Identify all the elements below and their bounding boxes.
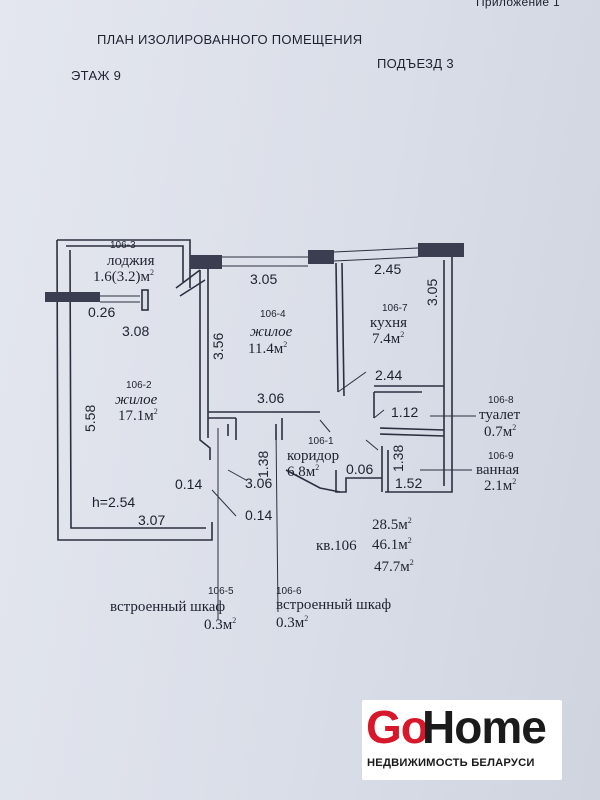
appendix-label: Приложение 1 — [476, 0, 560, 9]
dim-1.38-left: 1.38 — [255, 450, 271, 478]
balcony-rail-guide — [100, 295, 140, 303]
closet-door-1 — [227, 418, 237, 440]
dim-3.05-right: 3.05 — [424, 278, 440, 306]
apartment-number: кв.106 — [316, 538, 357, 554]
balcony-door-post — [141, 289, 149, 311]
leader-3.06 — [227, 469, 247, 481]
living-area-total: 28.5м2 — [372, 516, 412, 533]
wall-bathroom-top — [374, 385, 444, 393]
right-wall — [385, 257, 453, 493]
bath-name: ванная — [476, 462, 520, 478]
dim-3.56: 3.56 — [210, 332, 226, 360]
total-area-with-loggia: 47.7м2 — [374, 558, 414, 575]
dim-2.45: 2.45 — [374, 261, 402, 277]
loggia-code: 106-3 — [110, 240, 136, 251]
room4-code: 106-4 — [260, 309, 286, 320]
wall-corridor-bottom — [335, 470, 382, 493]
closet-door-2 — [275, 418, 283, 440]
window-block-right — [418, 243, 464, 257]
corridor-diagonal — [285, 469, 341, 493]
dim-0.14-left: 0.14 — [175, 476, 203, 492]
dim-5.58: 5.58 — [82, 404, 98, 432]
dim-3.07: 3.07 — [138, 512, 166, 528]
corridor-name: коридор — [287, 448, 340, 464]
plan-title: ПЛАН ИЗОЛИРОВАННОГО ПОМЕЩЕНИЯ — [97, 32, 363, 47]
toilet-area: 0.7м2 — [484, 423, 517, 440]
window-top-1 — [222, 256, 308, 267]
window-left-frame — [175, 269, 206, 297]
tick-2.44 — [337, 371, 367, 393]
balcony-rail — [45, 292, 100, 302]
wall-corridor-top — [208, 411, 320, 419]
dim-1.38-right: 1.38 — [390, 444, 406, 472]
wall-room4-kitchen — [335, 262, 345, 397]
dim-0.06: 0.06 — [346, 461, 374, 477]
toilet-name: туалет — [479, 407, 521, 423]
leader-closet6 — [275, 429, 279, 613]
dim-2.44: 2.44 — [375, 367, 403, 383]
dim-0.14-right: 0.14 — [245, 507, 273, 523]
dim-3.06-bottom: 3.06 — [245, 475, 273, 491]
closet6-name: встроенный шкаф — [276, 597, 392, 613]
floor-label: ЭТАЖ 9 — [71, 68, 122, 83]
toilet-code: 106-8 — [488, 395, 514, 406]
room4-area: 11.4м2 — [248, 340, 288, 357]
dim-3.05-top: 3.05 — [250, 271, 278, 287]
wall-bath-left — [381, 446, 389, 492]
window-top-2 — [333, 247, 419, 262]
tick-1.38 — [365, 439, 379, 451]
room2-name: жилое — [115, 392, 158, 408]
logo-go-text: Go — [366, 701, 429, 753]
entrance-label: ПОДЪЕЗД 3 — [377, 56, 454, 71]
room2-area: 17.1м2 — [118, 407, 158, 424]
closet6-area: 0.3м2 — [276, 614, 309, 631]
dim-1.52: 1.52 — [395, 475, 423, 491]
leader-corridor — [319, 419, 331, 433]
bath-area: 2.1м2 — [484, 477, 517, 494]
dim-0.26: 0.26 — [88, 304, 116, 320]
bath-code: 106-9 — [488, 451, 514, 462]
window-block-left — [190, 255, 222, 269]
dim-1.12: 1.12 — [391, 404, 419, 420]
closet6-code: 106-6 — [276, 586, 302, 597]
kitchen-name: кухня — [370, 315, 408, 331]
corridor-code: 106-1 — [308, 436, 334, 447]
room4-name: жилое — [250, 324, 293, 340]
gohome-logo: Go Home НЕДВИЖИМОСТЬ БЕЛАРУСИ — [362, 700, 562, 780]
logo-home-text: Home — [422, 701, 547, 753]
dim-3.06-corridor: 3.06 — [257, 390, 285, 406]
tick-1.12 — [373, 409, 385, 419]
loggia-wall-inner — [66, 245, 184, 282]
loggia-wall — [57, 239, 191, 288]
loggia-name: лоджия — [107, 253, 155, 269]
wall-toilet-bottom — [379, 427, 445, 437]
room2-code: 106-2 — [126, 380, 152, 391]
loggia-area: 1.6(3.2)м2 — [93, 268, 154, 285]
total-area: 46.1м2 — [372, 536, 412, 553]
outer-wall — [56, 239, 213, 541]
corridor-area: 6.8м2 — [287, 463, 320, 480]
ceiling-height: h=2.54 — [92, 494, 136, 510]
window-block-mid — [308, 250, 334, 264]
closet5-name: встроенный шкаф — [110, 599, 226, 615]
dim-3.08: 3.08 — [122, 323, 150, 339]
wall-left-room — [199, 270, 211, 460]
closet5-area: 0.3м2 — [204, 616, 237, 633]
leader-0.14 — [211, 489, 237, 517]
kitchen-code: 106-7 — [382, 303, 408, 314]
kitchen-area: 7.4м2 — [372, 330, 405, 347]
closet5-code: 106-5 — [208, 586, 234, 597]
logo-tagline: НЕДВИЖИМОСТЬ БЕЛАРУСИ — [367, 757, 535, 769]
outer-wall-inner — [69, 249, 206, 529]
